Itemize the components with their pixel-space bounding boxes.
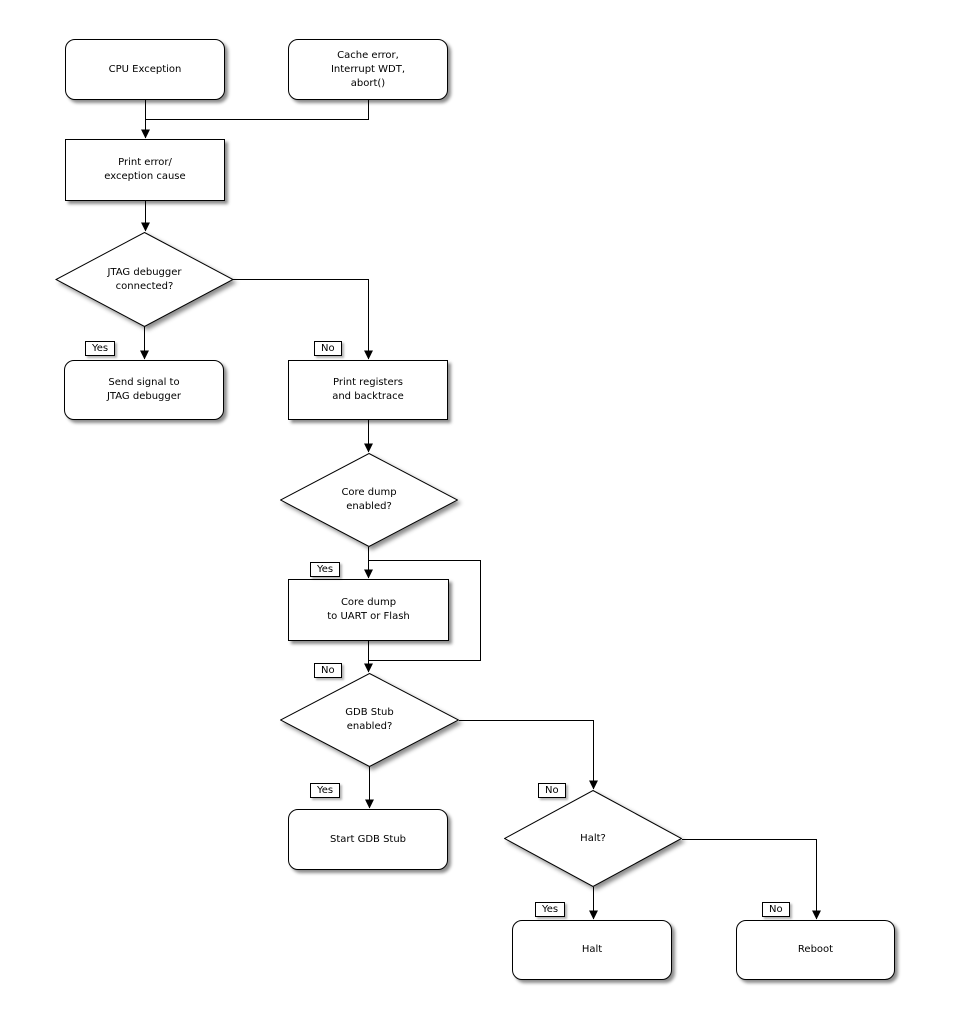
diamond-shape bbox=[504, 790, 682, 887]
node-cache-error: Cache error, Interrupt WDT, abort() bbox=[288, 39, 448, 100]
node-halt-label: Halt bbox=[581, 944, 603, 955]
edge-cache-merge bbox=[145, 100, 369, 120]
decision-gdb-stub-enabled: GDB Stub enabled? bbox=[280, 673, 459, 767]
node-cpu-exception-label: CPU Exception bbox=[108, 63, 182, 75]
node-cpu-exception: CPU Exception bbox=[65, 39, 225, 100]
node-start-gdb-stub-label: Start GDB Stub bbox=[329, 833, 407, 845]
edge-coredumpq-no-bypass bbox=[368, 560, 481, 661]
edge-haltq-no bbox=[682, 839, 821, 920]
node-start-gdb-stub: Start GDB Stub bbox=[288, 809, 448, 870]
edge-label-coredump-no: No bbox=[314, 663, 342, 678]
node-cache-error-label: Cache error, Interrupt WDT, abort() bbox=[330, 49, 406, 89]
edge-label-jtag-no: No bbox=[314, 341, 342, 356]
node-core-dump: Core dump to UART or Flash bbox=[288, 579, 449, 641]
node-print-registers: Print registers and backtrace bbox=[288, 360, 448, 420]
node-print-error: Print error/ exception cause bbox=[65, 139, 225, 201]
edge-jtag-no bbox=[233, 279, 373, 360]
edge-label-gdb-yes: Yes bbox=[310, 783, 341, 798]
decision-gdb-stub-enabled-label: GDB Stub enabled? bbox=[345, 707, 394, 732]
decision-core-dump-enabled-label: Core dump enabled? bbox=[341, 487, 397, 512]
node-print-registers-label: Print registers and backtrace bbox=[332, 377, 404, 402]
edge-label-coredump-yes: Yes bbox=[310, 562, 341, 577]
diamond-shape bbox=[280, 673, 459, 767]
node-send-signal: Send signal to JTAG debugger bbox=[64, 360, 224, 420]
decision-jtag-connected: JTAG debugger connected? bbox=[55, 232, 234, 327]
decision-jtag-connected-label: JTAG debugger connected? bbox=[107, 266, 182, 292]
decision-halt-label: Halt? bbox=[580, 832, 606, 844]
decision-core-dump-enabled: Core dump enabled? bbox=[280, 453, 458, 547]
edge-gdbq-no bbox=[459, 720, 598, 790]
edge-label-gdb-no: No bbox=[538, 783, 566, 798]
node-print-error-label: Print error/ exception cause bbox=[104, 157, 186, 182]
node-reboot: Reboot bbox=[736, 920, 895, 980]
edge-label-halt-yes: Yes bbox=[535, 902, 566, 917]
node-send-signal-label: Send signal to JTAG debugger bbox=[106, 377, 182, 402]
node-halt: Halt bbox=[512, 920, 672, 980]
node-core-dump-label: Core dump to UART or Flash bbox=[327, 597, 410, 622]
decision-halt: Halt? bbox=[504, 790, 682, 887]
edge-label-halt-no: No bbox=[762, 902, 790, 917]
diamond-shape bbox=[280, 453, 458, 547]
edge-label-jtag-yes: Yes bbox=[85, 341, 116, 356]
node-reboot-label: Reboot bbox=[797, 944, 834, 955]
diamond-shape bbox=[55, 232, 234, 327]
